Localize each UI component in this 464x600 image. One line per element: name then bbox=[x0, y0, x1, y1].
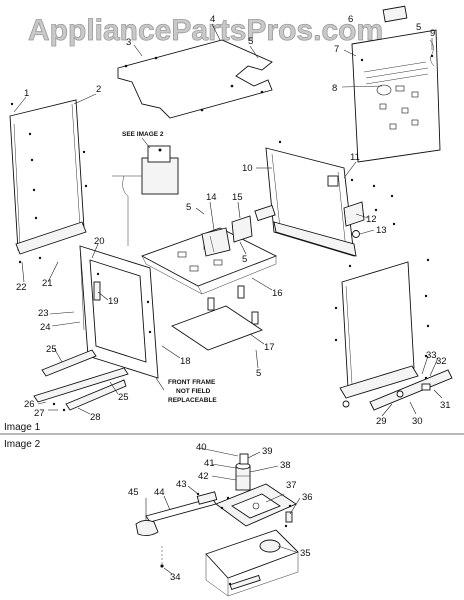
callout-19: 19 bbox=[108, 296, 119, 307]
front-frame-note-line-1: FRONT FRAME bbox=[168, 379, 216, 386]
callout-34: 34 bbox=[170, 572, 181, 583]
image-1-caption: Image 1 bbox=[4, 422, 41, 433]
callout-14: 14 bbox=[206, 192, 217, 203]
callout-17: 17 bbox=[264, 342, 275, 353]
burner-bracket-part bbox=[201, 227, 231, 257]
screw-34-part bbox=[160, 546, 164, 568]
callout-29: 29 bbox=[376, 416, 387, 427]
callout-13: 13 bbox=[376, 225, 387, 236]
bracket-36-part bbox=[284, 511, 293, 528]
front-frame-note-line-3: REPLACEABLE bbox=[168, 397, 217, 404]
callout-18: 18 bbox=[180, 356, 191, 367]
callout-40: 40 bbox=[196, 442, 207, 453]
callout-26: 26 bbox=[24, 399, 35, 410]
callout-4: 4 bbox=[210, 14, 215, 25]
callout-8: 8 bbox=[332, 83, 337, 94]
rear-panel-part bbox=[351, 5, 441, 163]
callout-7: 7 bbox=[334, 44, 339, 55]
callout-42: 42 bbox=[198, 471, 209, 482]
callout-16: 16 bbox=[272, 288, 283, 299]
control-box-part bbox=[205, 529, 299, 597]
callout-28: 28 bbox=[90, 412, 101, 423]
callout-5b: 5 bbox=[416, 22, 421, 33]
callouts-image-1: 1 2 3 4 5 6 5 7 9 8 10 11 12 13 5 14 15 … bbox=[16, 14, 451, 427]
callout-45: 45 bbox=[128, 487, 139, 498]
top-cover-part bbox=[117, 39, 273, 119]
callout-5c: 5 bbox=[186, 202, 191, 213]
rail-parts bbox=[33, 349, 129, 412]
right-side-panel-part bbox=[334, 258, 430, 399]
bottom-plate-part bbox=[171, 305, 263, 351]
leveler-legs-part bbox=[207, 285, 259, 325]
bracket-12-part bbox=[343, 201, 365, 238]
callouts-image-2: 40 39 41 38 42 43 37 44 45 36 35 34 bbox=[128, 442, 313, 583]
front-frame-note: FRONT FRAME NOT FIELD REPLACEABLE bbox=[168, 379, 217, 404]
callout-3: 3 bbox=[126, 37, 131, 48]
see-image-2-note: SEE IMAGE 2 bbox=[122, 131, 164, 138]
callout-37: 37 bbox=[286, 480, 297, 491]
kick-plate-part bbox=[342, 369, 453, 411]
leader-lines-image-1 bbox=[13, 23, 443, 417]
callout-9: 9 bbox=[430, 28, 435, 39]
callout-12: 12 bbox=[366, 214, 377, 225]
callout-15: 15 bbox=[232, 192, 243, 203]
callout-2: 2 bbox=[96, 84, 101, 95]
callout-35: 35 bbox=[300, 548, 311, 559]
callout-5e: 5 bbox=[256, 368, 261, 379]
callout-1: 1 bbox=[24, 88, 29, 99]
callout-22: 22 bbox=[16, 282, 27, 293]
watermark-text: AppliancePartsPros.com bbox=[28, 14, 383, 47]
callout-44: 44 bbox=[154, 487, 165, 498]
image-2-caption: Image 2 bbox=[4, 439, 41, 450]
callout-36: 36 bbox=[302, 492, 313, 503]
callout-5a: 5 bbox=[248, 36, 253, 47]
callout-25b: 25 bbox=[118, 392, 129, 403]
callout-11: 11 bbox=[350, 152, 360, 163]
callout-5d: 5 bbox=[242, 254, 247, 265]
callout-20: 20 bbox=[94, 236, 105, 247]
mounting-plate-part bbox=[215, 483, 297, 527]
callout-41: 41 bbox=[204, 458, 215, 469]
callout-10: 10 bbox=[242, 163, 253, 174]
callout-23: 23 bbox=[38, 308, 49, 319]
callout-31: 31 bbox=[440, 400, 451, 411]
lever-arm-part bbox=[135, 491, 230, 537]
callout-30: 30 bbox=[412, 416, 423, 427]
callout-43: 43 bbox=[176, 479, 187, 490]
control-housing-part bbox=[112, 145, 179, 246]
leader-lines-image-2 bbox=[145, 447, 301, 553]
callout-25a: 25 bbox=[46, 344, 57, 355]
callout-32: 32 bbox=[436, 356, 447, 367]
callout-33: 33 bbox=[426, 350, 437, 361]
callout-21: 21 bbox=[42, 278, 53, 289]
callout-39: 39 bbox=[262, 446, 273, 457]
front-frame-part bbox=[79, 245, 159, 379]
ignitor-assembly-part bbox=[235, 453, 251, 491]
front-frame-note-line-2: NOT FIELD bbox=[176, 388, 211, 395]
callout-24: 24 bbox=[40, 322, 51, 333]
callout-27: 27 bbox=[34, 408, 45, 419]
callout-6: 6 bbox=[348, 14, 353, 25]
left-side-panel-part bbox=[9, 99, 88, 264]
bracket-15-part bbox=[231, 215, 253, 243]
rear-frame-part bbox=[254, 140, 396, 257]
callout-38: 38 bbox=[280, 460, 291, 471]
